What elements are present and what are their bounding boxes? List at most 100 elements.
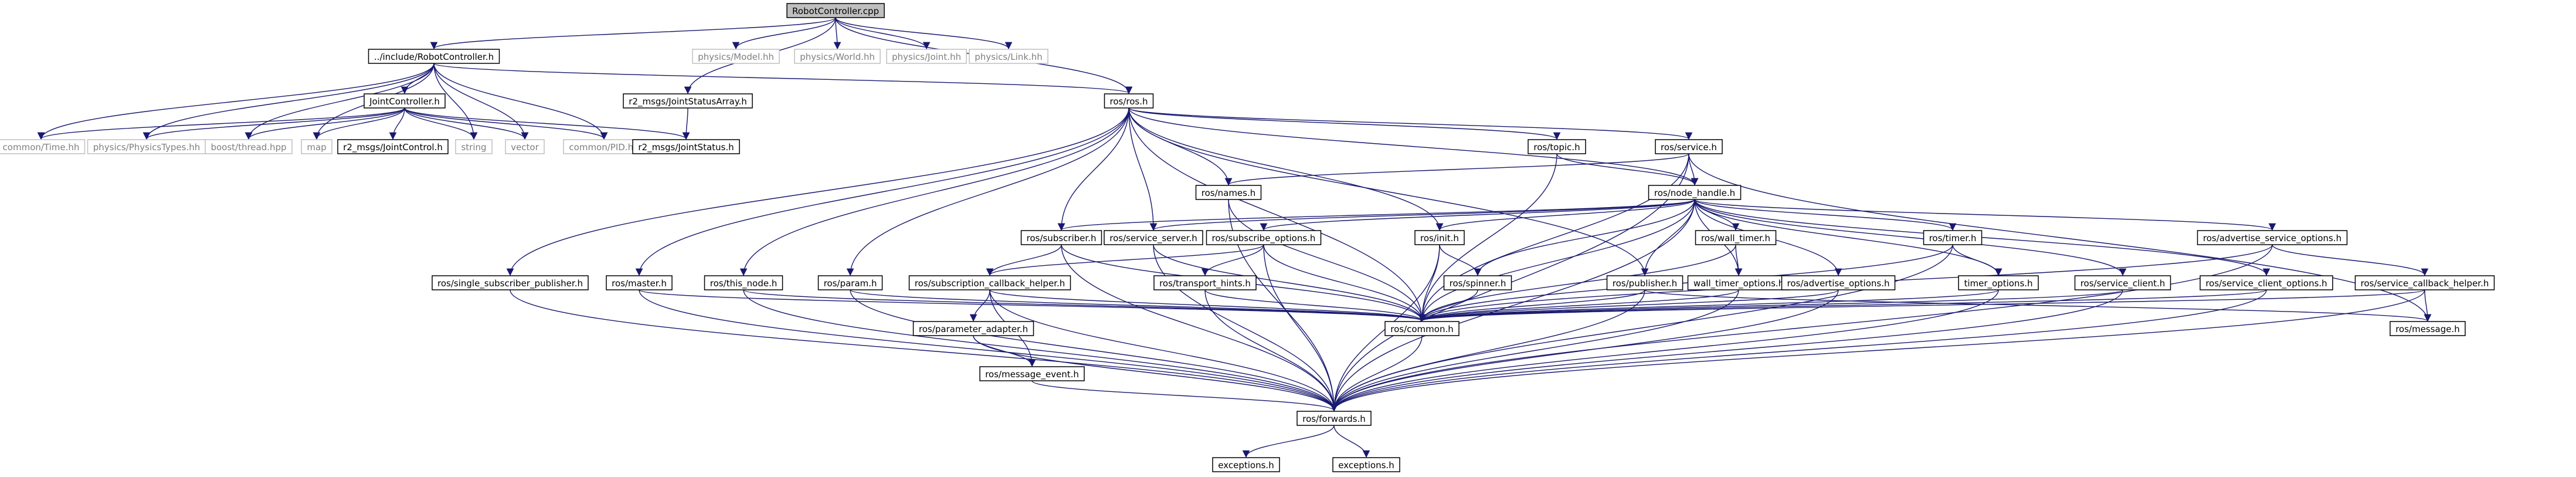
node-box [606, 275, 673, 290]
edge-ros-this-node-h-to-ros-common-h [743, 289, 1426, 322]
edge-wall-timer-options-h-to-ros-forwards-h [1330, 289, 1739, 412]
edge-include-robotcontroller-h-to-common-pid-hh [433, 63, 608, 140]
edge-ros-ros-h-to-ros-master-h [635, 107, 1129, 276]
edge-ros-subscribe-options-h-to-ros-common-h [1263, 244, 1426, 322]
node-include-robotcontroller-h[interactable]: ../include/RobotController.h [368, 49, 500, 64]
node-ros-names-h[interactable]: ros/names.h [1195, 185, 1262, 200]
node-ros-forwards-h[interactable]: ros/forwards.h [1297, 411, 1372, 426]
node-label: ros/publisher.h [1613, 278, 1677, 289]
node-ros-wall-timer-h[interactable]: ros/wall_timer.h [1695, 230, 1777, 245]
node-exceptions-h[interactable]: exceptions.h [1332, 457, 1400, 472]
node-ros-service-client-options-h[interactable]: ros/service_client_options.h [2200, 275, 2333, 290]
node-label: ros/names.h [1202, 188, 1256, 198]
node-box [205, 139, 293, 154]
node-ros-subscription-callback-helper-h[interactable]: ros/subscription_callback_helper.h [908, 275, 1071, 290]
node-label: ros/advertise_service_options.h [2203, 233, 2341, 244]
node-label: ros/wall_timer.h [1701, 233, 1770, 244]
node-ros-topic-h[interactable]: ros/topic.h [1528, 139, 1586, 154]
edge-ros-service-client-h-to-ros-forwards-h [1330, 289, 2123, 412]
node-box [794, 49, 881, 64]
node-box [1195, 185, 1262, 200]
node-ros-parameter-adapter-h[interactable]: ros/parameter_adapter.h [912, 321, 1034, 336]
node-wall-timer-options-h[interactable]: wall_timer_options.h [1687, 275, 1790, 290]
node-ros-service-client-h[interactable]: ros/service_client.h [2074, 275, 2171, 290]
edge-ros-service-h-to-ros-common-h [1418, 153, 1689, 322]
node-box [1212, 457, 1280, 472]
node-jointcontroller-h[interactable]: JointController.h [364, 93, 446, 109]
edge-ros-node-handle-h-to-ros-publisher-h [1641, 199, 1695, 276]
node-ros-timer-h[interactable]: ros/timer.h [1923, 230, 1983, 245]
node-label: ros/ros.h [1110, 96, 1148, 107]
edge-ros-node-handle-h-to-ros-subscribe-options-h [1260, 199, 1695, 231]
node-ros-service-h[interactable]: ros/service.h [1655, 139, 1723, 154]
edge-ros-single-subscriber-publisher-h-to-ros-forwards-h [510, 289, 1338, 412]
edge-ros-advertise-options-h-to-ros-common-h [1418, 289, 1839, 322]
node-robotcontroller-cpp[interactable]: RobotController.cpp [786, 3, 885, 18]
node-ros-ros-h[interactable]: ros/ros.h [1104, 93, 1154, 109]
edge-include-robotcontroller-h-to-string [433, 63, 478, 140]
node-r2-msgs-jointstatusarray-h[interactable]: r2_msgs/JointStatusArray.h [623, 93, 753, 109]
node-ros-common-h[interactable]: ros/common.h [1384, 321, 1460, 336]
edge-ros-this-node-h-to-ros-forwards-h [743, 289, 1338, 412]
edge-ros-subscribe-options-h-to-ros-forwards-h [1263, 244, 1338, 412]
node-exceptions-h[interactable]: exceptions.h [1212, 457, 1280, 472]
node-ros-advertise-service-options-h[interactable]: ros/advertise_service_options.h [2197, 230, 2348, 245]
edge-ros-service-h-to-ros-names-h [1225, 153, 1689, 186]
edge-ros-parameter-adapter-h-to-ros-forwards-h [973, 335, 1338, 412]
node-physics-link-hh: physics/Link.hh [969, 49, 1048, 64]
node-ros-node-handle-h[interactable]: ros/node_handle.h [1648, 185, 1742, 200]
edge-robotcontroller-cpp-to-physics-world-hh [833, 17, 841, 50]
node-ros-service-callback-helper-h[interactable]: ros/service_callback_helper.h [2354, 275, 2495, 290]
node-timer-options-h[interactable]: timer_options.h [1958, 275, 2039, 290]
edge-ros-transport-hints-h-to-ros-forwards-h [1204, 289, 1338, 412]
node-box [1528, 139, 1586, 154]
node-box [1958, 275, 2039, 290]
edge-ros-ros-h-to-ros-init-h [1128, 107, 1444, 231]
node-ros-message-event-h[interactable]: ros/message_event.h [979, 366, 1085, 381]
edge-ros-subscribe-options-h-to-ros-transport-hints-h [1201, 244, 1264, 276]
node-r2-msgs-jointstatus-h[interactable]: r2_msgs/JointStatus.h [632, 139, 740, 154]
node-ros-master-h[interactable]: ros/master.h [606, 275, 673, 290]
node-ros-param-h[interactable]: ros/param.h [817, 275, 883, 290]
node-ros-subscriber-h[interactable]: ros/subscriber.h [1020, 230, 1102, 245]
node-ros-spinner-h[interactable]: ros/spinner.h [1443, 275, 1512, 290]
node-ros-advertise-options-h[interactable]: ros/advertise_options.h [1781, 275, 1896, 290]
node-ros-service-server-h[interactable]: ros/service_server.h [1104, 230, 1203, 245]
node-box [563, 139, 645, 154]
node-ros-single-subscriber-publisher-h[interactable]: ros/single_subscriber_publisher.h [432, 275, 589, 290]
node-r2-msgs-jointcontrol-h[interactable]: r2_msgs/JointControl.h [337, 139, 449, 154]
node-box [1332, 457, 1400, 472]
node-ros-init-h[interactable]: ros/init.h [1414, 230, 1465, 245]
node-box [1384, 321, 1460, 336]
node-box [1687, 275, 1790, 290]
edge-jointcontroller-h-to-physics-physicstypes-hh [142, 107, 405, 140]
edge-robotcontroller-cpp-to-physics-model-hh [732, 17, 836, 50]
node-label: physics/Model.hh [698, 52, 774, 62]
node-label: common/Time.hh [3, 142, 80, 153]
edge-jointcontroller-h-to-r2-msgs-jointstatus-h [404, 107, 690, 140]
node-label: common/PID.hh [569, 142, 639, 153]
edge-robotcontroller-cpp-to-physics-link-hh [835, 17, 1013, 50]
node-label: ros/transport_hints.h [1159, 278, 1251, 289]
node-label: ros/timer.h [1929, 233, 1977, 243]
node-label: exceptions.h [1338, 460, 1394, 471]
node-ros-publisher-h[interactable]: ros/publisher.h [1606, 275, 1684, 290]
edge-ros-publisher-h-to-ros-message-h [1644, 289, 2431, 322]
node-box [817, 275, 883, 290]
node-box [1655, 139, 1723, 154]
node-common-time-hh: common/Time.hh [0, 139, 86, 154]
node-ros-this-node-h[interactable]: ros/this_node.h [704, 275, 783, 290]
node-physics-world-hh: physics/World.hh [794, 49, 881, 64]
node-box [2390, 321, 2466, 336]
node-label: JointController.h [369, 96, 440, 107]
node-ros-message-h[interactable]: ros/message.h [2390, 321, 2466, 336]
node-label: vector [511, 142, 539, 153]
edge-r2-msgs-jointstatusarray-h-to-r2-msgs-jointstatus-h [682, 107, 690, 140]
node-box [1606, 275, 1684, 290]
node-label: ros/service_callback_helper.h [2361, 278, 2489, 289]
node-ros-transport-hints-h[interactable]: ros/transport_hints.h [1153, 275, 1257, 290]
edge-ros-ros-h-to-ros-subscriber-h [1057, 107, 1129, 231]
node-ros-subscribe-options-h[interactable]: ros/subscribe_options.h [1206, 230, 1322, 245]
node-label: r2_msgs/JointControl.h [343, 142, 443, 153]
